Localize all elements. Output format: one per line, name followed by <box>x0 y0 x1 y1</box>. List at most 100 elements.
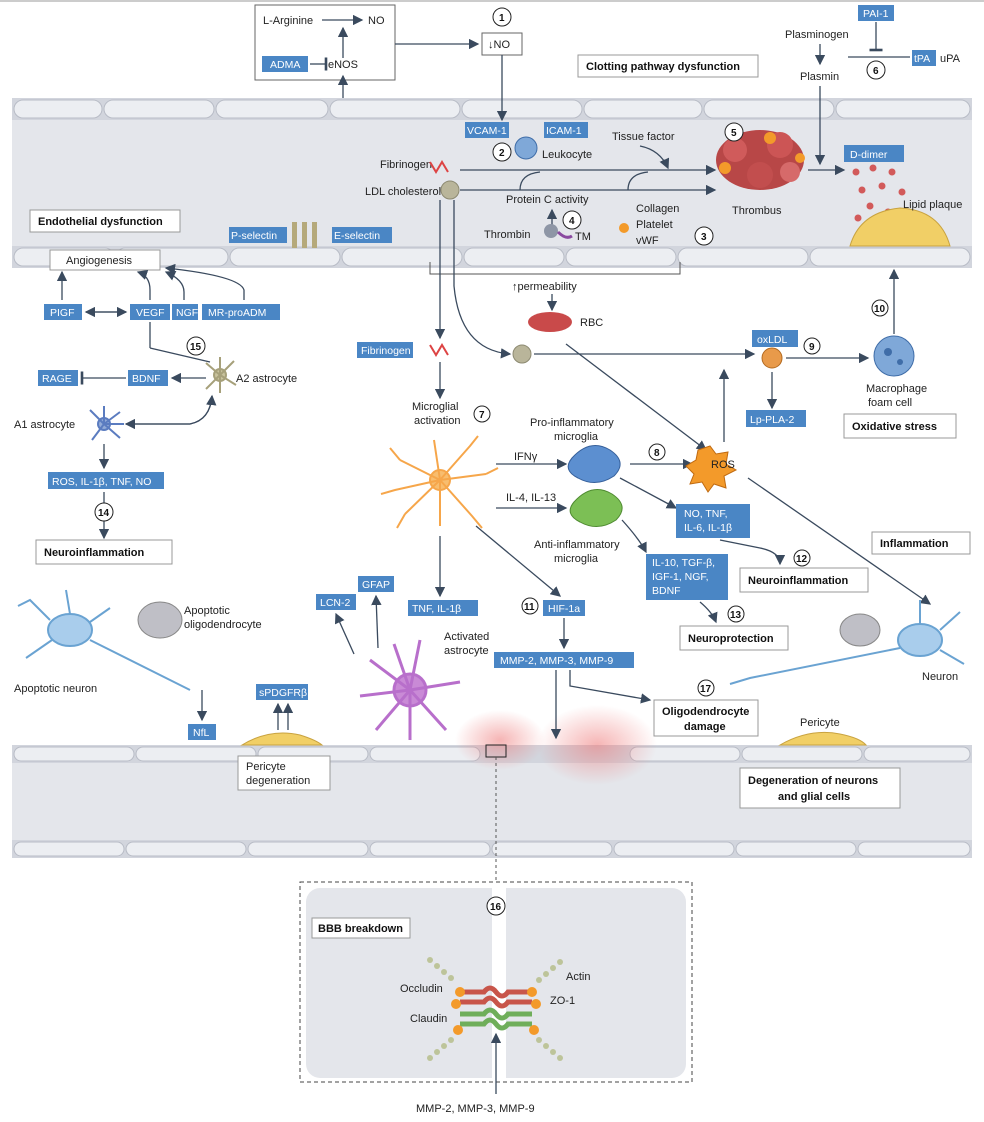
pericyte-degeneration-1: Pericyte <box>246 761 286 773</box>
il10-2: IGF-1, NGF, <box>652 571 709 583</box>
apoptotic-oligo-cell <box>137 601 183 639</box>
svg-text:16: 16 <box>490 902 502 913</box>
bdnf-label: BDNF <box>132 373 161 385</box>
lp-pla2-label: Lp-PLA-2 <box>750 414 795 426</box>
neuron-right <box>729 600 965 685</box>
tnf-il1b-label: TNF, IL-1β <box>412 603 461 615</box>
vcam-label: VCAM-1 <box>467 125 507 137</box>
macrophage-2: foam cell <box>868 397 912 409</box>
vegf-label: VEGF <box>136 307 165 319</box>
claudin-label: Claudin <box>410 1013 447 1025</box>
gfap-label: GFAP <box>362 579 390 591</box>
apoptotic-oligo-1: Apoptotic <box>184 605 230 617</box>
actin-label: Actin <box>566 971 590 983</box>
fibrinogen-top-label: Fibrinogen <box>380 159 432 171</box>
tm-icon <box>556 230 573 239</box>
endothelial-title: Endothelial dysfunction <box>38 216 163 228</box>
oxldl-label: oxLDL <box>757 334 788 346</box>
hif-label: HIF-1a <box>548 603 580 615</box>
svg-text:7: 7 <box>479 410 485 421</box>
rbc-cell <box>528 312 572 332</box>
svg-text:3: 3 <box>701 232 707 243</box>
pigf-label: PIGF <box>50 307 75 319</box>
svg-text:9: 9 <box>809 342 815 353</box>
inflammation-label: Inflammation <box>880 538 949 550</box>
thrombin-label: Thrombin <box>484 229 530 241</box>
tight-junction <box>451 985 541 1035</box>
svg-text:11: 11 <box>524 602 535 613</box>
fibrinogen-icon-2 <box>429 343 449 357</box>
leukocyte-label: Leukocyte <box>542 149 592 161</box>
enos-box: L-Arginine NO ADMA eNOS <box>254 4 396 98</box>
adma-label-bg <box>262 56 308 72</box>
d-dimer-label: D-dimer <box>850 149 888 161</box>
collagen-label: Collagen <box>636 203 679 215</box>
svg-text:6: 6 <box>873 66 879 77</box>
neuroinflammation-right: Neuroinflammation <box>748 575 849 587</box>
enos-label: eNOS <box>328 59 358 71</box>
p-selectin-label: P-selectin <box>231 230 277 242</box>
neuroprotection-label: Neuroprotection <box>688 633 774 645</box>
macrophage-1: Macrophage <box>866 383 927 395</box>
ngf-label: NGF <box>176 307 198 319</box>
no-label: NO <box>368 15 385 27</box>
degeneration-2: and glial cells <box>778 791 850 803</box>
activated-astrocyte-2: astrocyte <box>444 645 489 657</box>
neuron-label: Neuron <box>922 671 958 683</box>
oligodendrocyte-cell <box>839 613 881 647</box>
degeneration-1: Degeneration of neurons <box>748 775 878 787</box>
neuroinflammation-left: Neuroinflammation <box>44 547 145 559</box>
fibrinogen-icon <box>429 160 449 174</box>
plasmin-label: Plasmin <box>800 71 839 83</box>
pericyte-cell <box>778 731 868 746</box>
anti-microglia-2: microglia <box>554 553 599 565</box>
oxidative-stress-label: Oxidative stress <box>852 421 937 433</box>
down-no-label: ↓NO <box>488 39 510 51</box>
thrombin-icon <box>544 224 558 238</box>
plasminogen-label: Plasminogen <box>785 29 849 41</box>
oligo-damage-1: Oligodendrocyte <box>662 706 749 718</box>
a2-astrocyte-label: A2 astrocyte <box>236 373 297 385</box>
anti-microglia-1: Anti-inflammatory <box>534 539 620 551</box>
lipid-plaque <box>849 207 951 247</box>
no-tnf-2: IL-6, IL-1β <box>684 522 732 534</box>
il10-3: BDNF <box>652 585 681 597</box>
ros-list-label: ROS, IL-1β, TNF, NO <box>52 476 151 488</box>
clotting-title-box <box>577 54 759 78</box>
ldl-particle-top <box>440 180 460 200</box>
ldl-label: LDL cholesterol <box>365 186 441 198</box>
svg-text:13: 13 <box>730 610 742 621</box>
thrombus-label: Thrombus <box>732 205 782 217</box>
svg-text:5: 5 <box>731 128 737 139</box>
apoptotic-neuron-label: Apoptotic neuron <box>14 683 97 695</box>
upa-label: uPA <box>940 53 961 65</box>
clotting-title: Clotting pathway dysfunction <box>586 61 740 73</box>
lcn2-label: LCN-2 <box>320 597 351 609</box>
tm-label: TM <box>575 231 591 243</box>
a1-astrocyte-label: A1 astrocyte <box>14 419 75 431</box>
ros-label: ROS <box>711 459 735 471</box>
a1-astrocyte <box>89 406 124 441</box>
l-arginine-label: L-Arginine <box>263 15 313 27</box>
pro-microglia-cell <box>567 445 621 483</box>
svg-text:4: 4 <box>569 216 575 227</box>
svg-text:8: 8 <box>654 448 660 459</box>
e-selectin-label: E-selectin <box>334 230 380 242</box>
il4-label: IL-4, IL-13 <box>506 492 556 504</box>
svg-text:15: 15 <box>190 342 202 353</box>
apoptotic-neuron <box>17 589 191 691</box>
lower-vessel <box>12 705 972 882</box>
lipid-plaque-label: Lipid plaque <box>903 199 962 211</box>
tissue-factor-label: Tissue factor <box>612 131 675 143</box>
rage-label: RAGE <box>42 373 72 385</box>
ros-burst <box>685 445 738 493</box>
macrophage-cell <box>873 335 915 377</box>
svg-text:1: 1 <box>499 13 505 24</box>
adma-label: ADMA <box>270 59 300 71</box>
activated-astrocyte <box>359 639 461 740</box>
platelet-icon <box>619 223 629 233</box>
icam-label: ICAM-1 <box>546 125 582 137</box>
microglial-activation-2: activation <box>414 415 460 427</box>
anti-microglia-cell <box>569 489 623 527</box>
pro-microglia-1: Pro-inflammatory <box>530 417 614 429</box>
